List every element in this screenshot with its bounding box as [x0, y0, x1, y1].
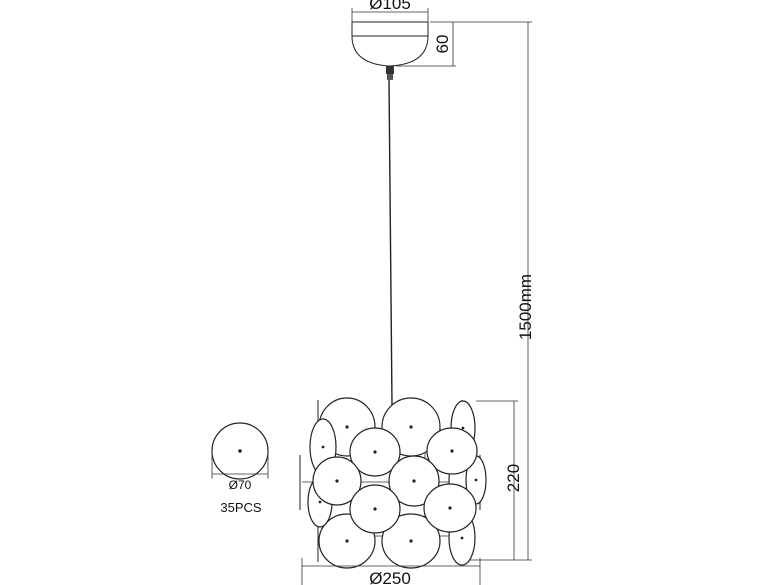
canopy-height-dimension: 60 [396, 21, 532, 67]
shade-height-dimension: 220 [476, 400, 523, 560]
disc-detail: Ø70 35PCS [211, 422, 269, 515]
shade-diameter-dimension: Ø250 [301, 558, 481, 585]
total-length-label: 1500mm [516, 274, 535, 340]
disc-shade [299, 397, 487, 569]
canopy-diameter-label: Ø105 [369, 0, 411, 13]
shade-diameter-label: Ø250 [369, 569, 411, 585]
disc-count-label: 35PCS [220, 500, 262, 515]
disc-diameter-label: Ø70 [229, 478, 252, 492]
shade-height-label: 220 [504, 464, 523, 492]
canopy [351, 21, 429, 80]
total-length-dimension: 1500mm [460, 22, 535, 561]
suspension-cord [388, 79, 393, 406]
canopy-height-label: 60 [433, 35, 452, 54]
canopy-diameter-dimension: Ø105 [351, 0, 429, 22]
